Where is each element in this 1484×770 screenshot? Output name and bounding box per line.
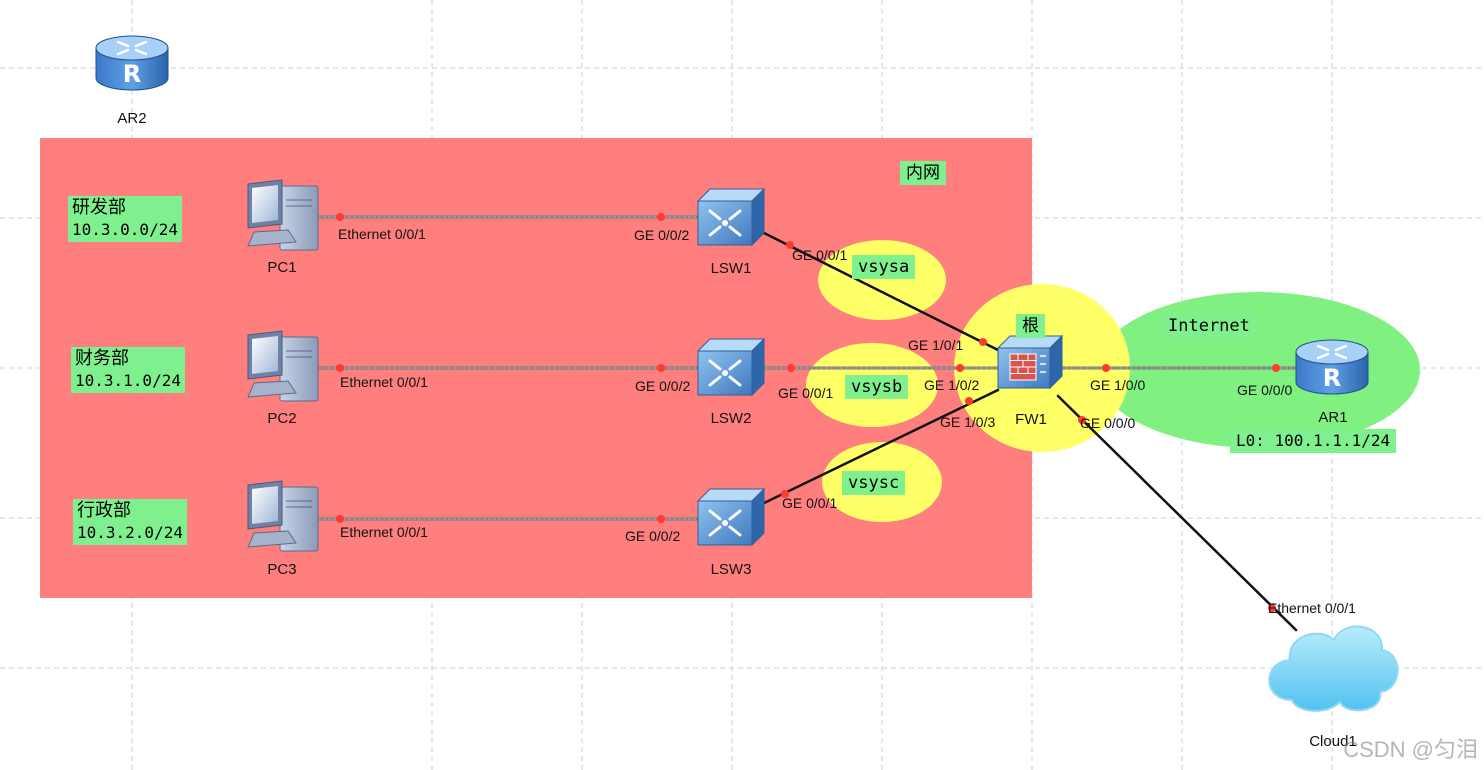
pc3-label: PC3 xyxy=(267,561,297,578)
inner-network-label: 内网 xyxy=(900,161,946,185)
dept-box-finance: 财务部 10.3.1.0/24 xyxy=(71,347,185,393)
lsw1-switch-icon[interactable] xyxy=(696,187,766,247)
watermark: CSDN @匀泪 xyxy=(1343,737,1478,762)
ar1-router-icon[interactable] xyxy=(1294,338,1370,396)
port-label-ar1-g000: GE 0/0/0 xyxy=(1237,382,1293,398)
dept-name: 财务部 xyxy=(75,348,129,369)
port-label-fw-g101: GE 1/0/1 xyxy=(908,337,964,353)
lsw2-switch-icon[interactable] xyxy=(696,337,766,397)
dept-network: 10.3.1.0/24 xyxy=(75,371,181,390)
port-label-lsw1-g2: GE 0/0/2 xyxy=(634,227,690,243)
pc1-computer-icon[interactable] xyxy=(247,179,319,251)
ar2-label: AR2 xyxy=(117,110,147,127)
internet-label: Internet xyxy=(1162,314,1256,338)
port-label-fw-g000: GE 0/0/0 xyxy=(1080,415,1136,431)
lsw3-label: LSW3 xyxy=(710,561,752,578)
port-label-pc1: Ethernet 0/0/1 xyxy=(338,226,426,242)
port-label-fw-g103: GE 1/0/3 xyxy=(940,414,996,430)
port-label-cloud: Ethernet 0/0/1 xyxy=(1268,600,1356,616)
dept-network: 10.3.0.0/24 xyxy=(72,220,178,239)
root-system-label: 根 xyxy=(1016,314,1045,338)
fw1-label: FW1 xyxy=(1015,411,1047,428)
port-label-lsw3-g2: GE 0/0/2 xyxy=(625,528,681,544)
port-label-lsw1-g1: GE 0/0/1 xyxy=(792,247,848,263)
link-lsw1-fw1 xyxy=(760,230,1000,352)
fw1-firewall-icon[interactable] xyxy=(997,335,1063,389)
dept-box-rd: 研发部 10.3.0.0/24 xyxy=(68,196,182,242)
cloud1-label: Cloud1 xyxy=(1309,733,1357,750)
port-label-pc2: Ethernet 0/0/1 xyxy=(340,374,428,390)
ar1-loopback-label: L0: 100.1.1.1/24 xyxy=(1230,429,1397,453)
vsysa-label: vsysa xyxy=(852,255,916,279)
port-label-fw-g100: GE 1/0/0 xyxy=(1090,377,1146,393)
dept-name: 研发部 xyxy=(72,197,126,218)
link-lsw3-fw1 xyxy=(760,388,1000,506)
port-label-lsw3-g1: GE 0/0/1 xyxy=(782,495,838,511)
pc2-label: PC2 xyxy=(267,410,297,427)
cloud1-cloud-icon[interactable] xyxy=(1268,625,1399,712)
vsysc-label: vsysc xyxy=(842,471,906,495)
dept-network: 10.3.2.0/24 xyxy=(77,523,183,542)
ar2-router-icon[interactable] xyxy=(94,34,170,92)
internet-zone xyxy=(1096,292,1420,448)
port-label-lsw2-g2: GE 0/0/2 xyxy=(635,378,691,394)
dept-box-admin: 行政部 10.3.2.0/24 xyxy=(73,499,187,545)
lsw3-switch-icon[interactable] xyxy=(696,487,766,547)
port-dots xyxy=(336,213,1280,612)
vsysb-label: vsysb xyxy=(845,375,909,399)
lsw1-label: LSW1 xyxy=(710,260,752,277)
port-label-pc3: Ethernet 0/0/1 xyxy=(340,524,428,540)
link-fw1-cloud1 xyxy=(1056,394,1298,632)
port-label-fw-g102: GE 1/0/2 xyxy=(924,377,980,393)
pc3-computer-icon[interactable] xyxy=(247,480,319,552)
pc2-computer-icon[interactable] xyxy=(247,330,319,402)
pc1-label: PC1 xyxy=(267,259,297,276)
lsw2-label: LSW2 xyxy=(710,410,752,427)
ar1-label: AR1 xyxy=(1318,409,1348,426)
port-label-lsw2-g1: GE 0/0/1 xyxy=(778,385,834,401)
dept-name: 行政部 xyxy=(77,500,131,521)
